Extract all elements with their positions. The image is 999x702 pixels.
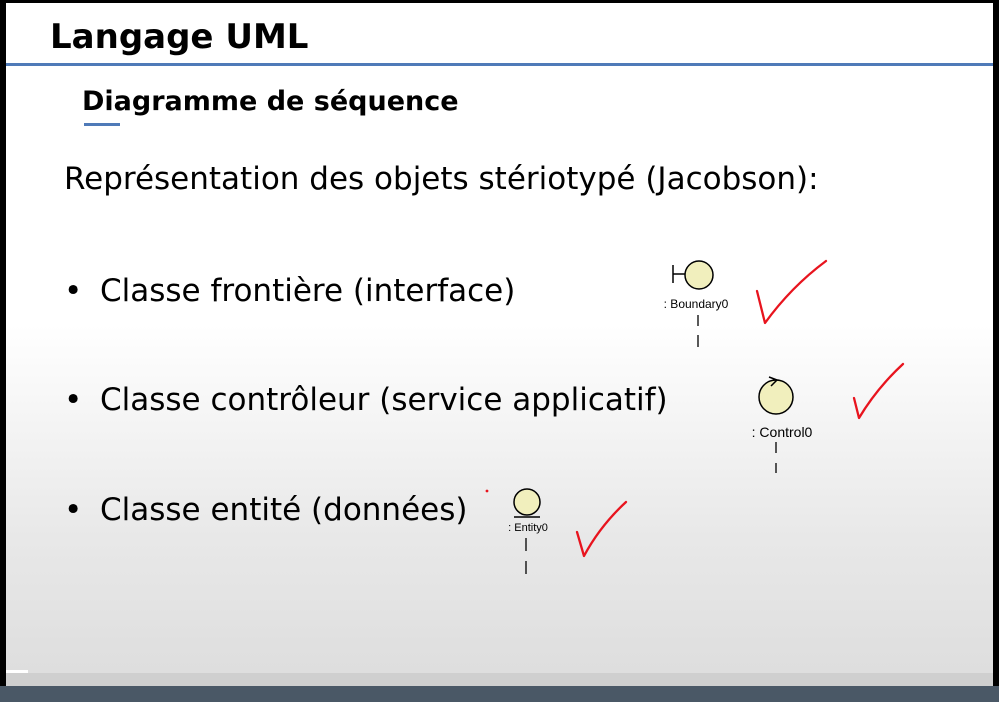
slide-progress-indicator xyxy=(6,670,28,673)
annotation-dot xyxy=(485,489,489,493)
section-subtitle: Diagramme de séquence xyxy=(82,86,459,117)
bullet-item-boundary: • Classe frontière (interface) xyxy=(64,273,515,309)
check-mark-icon xyxy=(755,259,828,325)
bullet-dot: • xyxy=(64,273,83,309)
bullet-text: Classe contrôleur (service applicatif) xyxy=(100,382,668,418)
bullet-item-control: • Classe contrôleur (service applicatif) xyxy=(64,382,668,418)
bullet-text: Classe entité (données) xyxy=(100,492,468,528)
entity-icon: : Entity0 xyxy=(508,488,548,574)
slide-title: Langage UML xyxy=(50,17,309,57)
subtitle-accent-line xyxy=(84,123,120,126)
boundary-icon: : Boundary0 xyxy=(664,260,729,347)
slide: Langage UML Diagramme de séquence Représ… xyxy=(6,3,993,673)
check-mark-icon xyxy=(575,500,628,558)
boundary-lifeline-label: : Boundary0 xyxy=(664,297,729,311)
bullet-dot: • xyxy=(64,382,83,418)
bullet-dot: • xyxy=(64,492,83,528)
bullet-text: Classe frontière (interface) xyxy=(100,273,516,309)
title-divider xyxy=(6,63,993,66)
player-control-strip xyxy=(0,686,999,702)
control-lifeline-label: : Control0 xyxy=(752,424,813,440)
entity-lifeline-label: : Entity0 xyxy=(508,522,548,534)
intro-text: Représentation des objets stériotypé (Ja… xyxy=(64,161,819,197)
player-timeline-bar[interactable] xyxy=(6,673,993,686)
check-mark-icon xyxy=(852,362,905,420)
bullet-item-entity: • Classe entité (données) xyxy=(64,492,467,528)
control-icon: : Control0 xyxy=(752,376,813,473)
